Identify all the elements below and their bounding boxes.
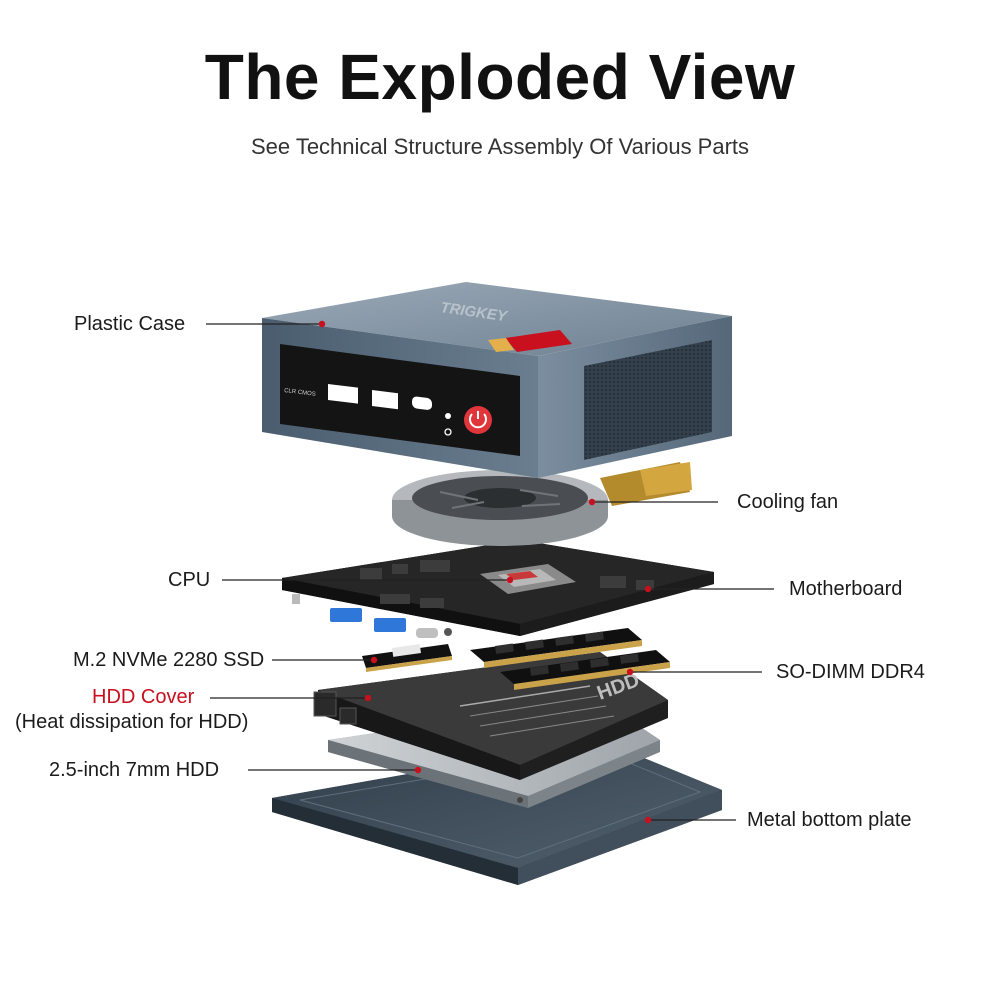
- label-hdd-cover: HDD Cover: [92, 686, 195, 708]
- label-cpu: CPU: [168, 569, 211, 591]
- usb-port-2: [374, 618, 406, 632]
- label-sodimm: SO-DIMM DDR4: [776, 661, 925, 683]
- power-button: [464, 406, 492, 434]
- motherboard: [282, 540, 714, 638]
- cooling-fan: [392, 462, 692, 546]
- case-port-label: CLR CMOS: [284, 388, 316, 398]
- label-hdd: 2.5-inch 7mm HDD: [49, 759, 220, 781]
- page-title: The Exploded View: [204, 41, 796, 113]
- sodimm-modules: [470, 628, 670, 690]
- label-cooling-fan: Cooling fan: [737, 491, 839, 513]
- label-hdd-cover-note: (Heat dissipation for HDD): [15, 711, 249, 733]
- plastic-case: TRIGKEY CLR CMOS: [262, 282, 732, 478]
- label-ssd: M.2 NVMe 2280 SSD: [73, 649, 265, 671]
- label-bottom-plate: Metal bottom plate: [747, 809, 912, 831]
- usb-port-1: [330, 608, 362, 622]
- page-subtitle: See Technical Structure Assembly Of Vari…: [250, 134, 750, 159]
- m2-ssd: [362, 644, 452, 672]
- label-plastic-case: Plastic Case: [74, 313, 186, 335]
- label-motherboard: Motherboard: [789, 578, 903, 600]
